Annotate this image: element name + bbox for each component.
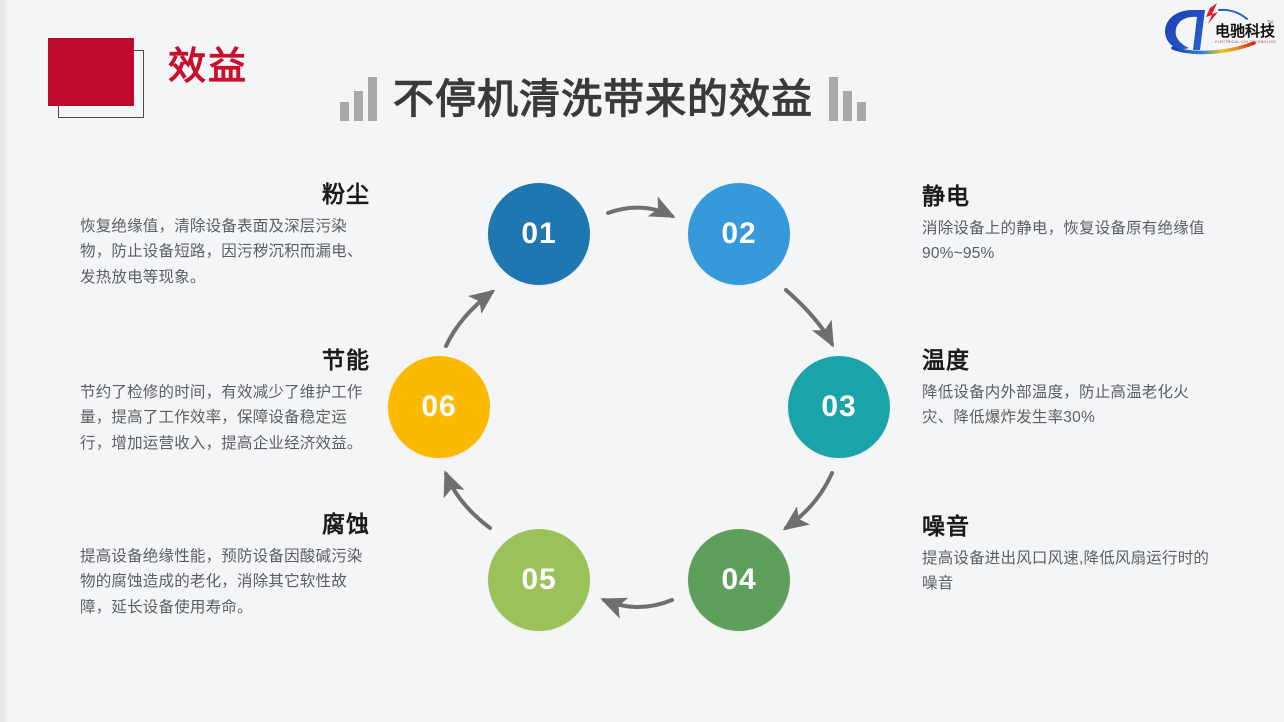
svg-text:TM: TM <box>1266 20 1273 25</box>
left-edge-strip <box>0 0 7 722</box>
cycle-node-05[interactable]: 05 <box>488 529 590 631</box>
info-block-noise: 噪音 提高设备进出风口风速,降低风扇运行时的噪音 <box>922 513 1212 597</box>
info-block-static-heading: 静电 <box>922 183 970 209</box>
info-block-dust-heading: 粉尘 <box>322 181 370 207</box>
cycle-node-04[interactable]: 04 <box>688 529 790 631</box>
section-badge <box>48 38 158 118</box>
info-block-noise-heading: 噪音 <box>922 513 970 539</box>
info-block-corrosion-heading: 腐蚀 <box>322 511 370 537</box>
cycle-node-06[interactable]: 06 <box>388 356 490 458</box>
svg-text:ELECTRICAL CHI TECHNOLOGY: ELECTRICAL CHI TECHNOLOGY <box>1215 40 1276 44</box>
cycle-node-03[interactable]: 03 <box>788 356 890 458</box>
info-block-corrosion: 腐蚀 提高设备绝缘性能，预防设备因酸碱污染物的腐蚀造成的老化，消除其它软性故障，… <box>80 511 370 620</box>
ascending-bars-icon <box>340 77 377 121</box>
info-block-corrosion-body: 提高设备绝缘性能，预防设备因酸碱污染物的腐蚀造成的老化，消除其它软性故障，延长设… <box>80 548 363 616</box>
section-badge-label: 效益 <box>168 46 249 88</box>
badge-filled-square <box>48 38 134 106</box>
svg-text:电驰科技: 电驰科技 <box>1215 22 1276 40</box>
info-block-energy-body: 节约了检修的时间，有效减少了维护工作量，提高了工作效率，保障设备稳定运行，增加运… <box>80 384 363 452</box>
info-block-dust-body: 恢复绝缘值，清除设备表面及深层污染物，防止设备短路，因污秽沉积而漏电、发热放电等… <box>80 218 363 286</box>
info-block-energy-heading: 节能 <box>322 347 370 373</box>
title-row: 不停机清洗带来的效益 <box>340 68 866 130</box>
info-block-static-body: 消除设备上的静电，恢复设备原有绝缘值90%~95% <box>922 220 1205 263</box>
info-block-temperature-body: 降低设备内外部温度，防止高温老化火灾、降低爆炸发生率30% <box>922 384 1189 427</box>
info-block-dust: 粉尘 恢复绝缘值，清除设备表面及深层污染物，防止设备短路，因污秽沉积而漏电、发热… <box>80 181 370 290</box>
cycle-node-02[interactable]: 02 <box>688 183 790 285</box>
info-block-energy: 节能 节约了检修的时间，有效减少了维护工作量，提高了工作效率，保障设备稳定运行，… <box>80 347 370 456</box>
info-block-noise-body: 提高设备进出风口风速,降低风扇运行时的噪音 <box>922 550 1210 593</box>
cycle-node-01[interactable]: 01 <box>488 183 590 285</box>
info-block-temperature: 温度 降低设备内外部温度，防止高温老化火灾、降低爆炸发生率30% <box>922 347 1212 431</box>
cycle-diagram: 01 02 03 04 05 06 <box>380 168 900 668</box>
descending-bars-icon <box>829 77 866 121</box>
company-logo: 电驰科技 ELECTRICAL CHI TECHNOLOGY TM <box>1156 2 1278 58</box>
info-block-temperature-heading: 温度 <box>922 347 970 373</box>
info-block-static: 静电 消除设备上的静电，恢复设备原有绝缘值90%~95% <box>922 183 1212 267</box>
page-title: 不停机清洗带来的效益 <box>393 75 813 122</box>
